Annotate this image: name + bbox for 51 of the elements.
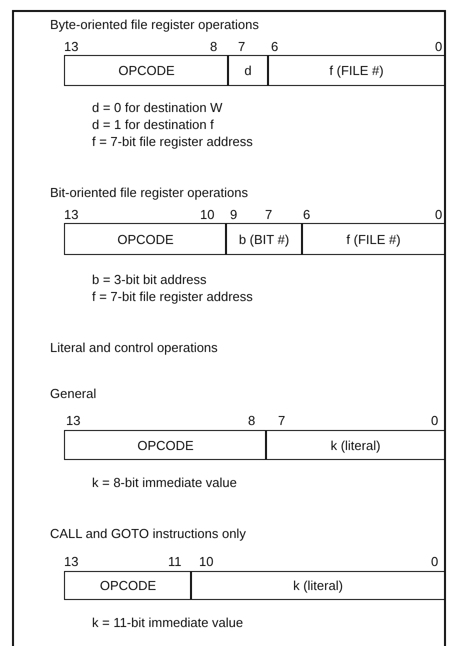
register-field bbox=[227, 55, 269, 86]
note-text: d = 0 for destination W bbox=[92, 100, 222, 115]
bit-number: 13 bbox=[66, 413, 80, 428]
bit-number: 0 bbox=[431, 413, 438, 428]
bit-number: 0 bbox=[435, 39, 442, 54]
field-label: d bbox=[244, 63, 252, 78]
note-text: b = 3-bit bit address bbox=[92, 272, 207, 287]
section-heading: Literal and control operations bbox=[50, 340, 218, 355]
field-label: b (BIT #) bbox=[238, 232, 290, 246]
section-heading: Byte-oriented file register operations bbox=[50, 17, 259, 32]
note-text: f = 7-bit file register address bbox=[92, 289, 253, 304]
bit-number: 13 bbox=[64, 207, 78, 222]
bit-number: 0 bbox=[431, 554, 438, 569]
register-field bbox=[64, 430, 267, 460]
register-field bbox=[301, 223, 446, 255]
register-field bbox=[190, 571, 446, 600]
field-label: k (literal) bbox=[330, 438, 380, 452]
note-text: k = 8-bit immediate value bbox=[92, 475, 237, 490]
note-text: d = 1 for destination f bbox=[92, 117, 214, 132]
bit-number: 10 bbox=[199, 554, 214, 569]
bit-number: 6 bbox=[271, 39, 278, 54]
note-text: k = 11-bit immediate value bbox=[92, 615, 244, 630]
bit-number: 7 bbox=[278, 413, 286, 428]
field-label: OPCODE bbox=[118, 63, 175, 78]
section-heading: General bbox=[50, 386, 96, 401]
register-field bbox=[265, 430, 446, 460]
section-heading: CALL and GOTO instructions only bbox=[50, 526, 246, 541]
bit-number: 0 bbox=[435, 207, 442, 222]
field-label: f (FILE #) bbox=[329, 63, 384, 78]
bit-number: 6 bbox=[303, 207, 310, 222]
bit-number: 10 bbox=[200, 207, 214, 222]
field-label: OPCODE bbox=[117, 232, 174, 246]
register-field bbox=[225, 223, 303, 255]
register-field bbox=[64, 571, 192, 600]
bit-number: 8 bbox=[248, 413, 256, 428]
bit-number: 7 bbox=[238, 39, 246, 54]
field-label: OPCODE bbox=[137, 438, 194, 452]
bit-number: 7 bbox=[265, 207, 272, 222]
field-label: OPCODE bbox=[100, 578, 156, 593]
field-label: k (literal) bbox=[293, 578, 343, 593]
register-field bbox=[64, 55, 229, 86]
register-field bbox=[64, 223, 227, 255]
bit-number: 13 bbox=[64, 39, 78, 54]
bit-number: 11 bbox=[168, 554, 182, 569]
bit-number: 8 bbox=[210, 39, 218, 54]
register-field bbox=[267, 55, 446, 86]
bit-number: 13 bbox=[64, 554, 78, 569]
bit-number: 9 bbox=[230, 207, 238, 222]
section-heading: Bit-oriented file register operations bbox=[50, 185, 248, 200]
note-text: f = 7-bit file register address bbox=[92, 134, 253, 149]
field-label: f (FILE #) bbox=[346, 232, 401, 246]
